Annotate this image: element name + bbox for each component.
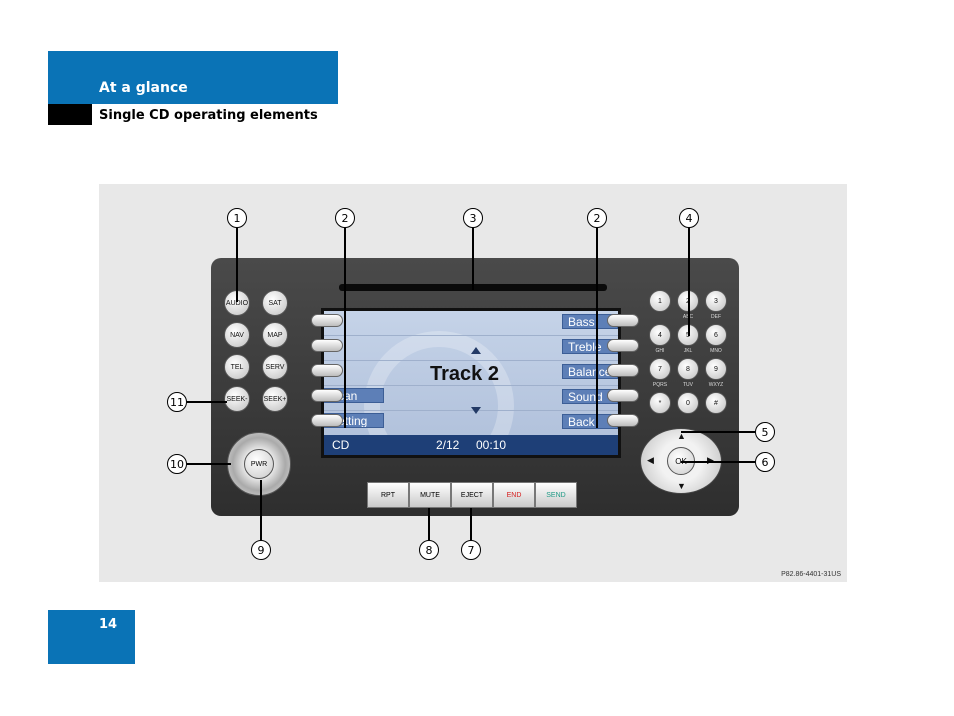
page-number-tab	[48, 610, 135, 664]
key-7-letters: PQRS	[652, 382, 668, 388]
callout-8: 8	[419, 540, 439, 560]
soft-key-left-1[interactable]	[311, 314, 343, 327]
leader-line	[470, 508, 472, 540]
soft-key-right-3[interactable]	[607, 364, 639, 377]
soft-key-right-5[interactable]	[607, 414, 639, 427]
softkey-label-treble: Treble	[562, 339, 618, 354]
track-counter: 2/12	[436, 438, 460, 452]
key-star[interactable]: *	[649, 392, 671, 414]
callout-6: 6	[755, 452, 775, 472]
map-button[interactable]: MAP	[262, 322, 288, 348]
section-title: At a glance	[99, 80, 188, 96]
eject-button[interactable]: EJECT	[451, 482, 493, 508]
key-hash[interactable]: #	[705, 392, 727, 414]
nav-left-icon[interactable]: ◀	[647, 455, 654, 465]
callout-9: 9	[251, 540, 271, 560]
key-8-letters: TUV	[683, 382, 693, 388]
display-area: Scan Setting Bass Treble Balance Sound B…	[324, 311, 618, 435]
key-9-letters: WXYZ	[708, 382, 724, 388]
status-bar: CD 2/12 00:10	[324, 435, 618, 455]
send-button[interactable]: SEND	[535, 482, 577, 508]
softkey-label-sound: Sound	[562, 389, 618, 404]
volume-knob[interactable]: PWR	[227, 432, 291, 496]
softkey-label-back: Back	[562, 414, 618, 429]
callout-3: 3	[463, 208, 483, 228]
tel-button[interactable]: TEL	[224, 354, 250, 380]
rpt-button[interactable]: RPT	[367, 482, 409, 508]
key-4[interactable]: 4	[649, 324, 671, 346]
key-3[interactable]: 3	[705, 290, 727, 312]
leader-line	[428, 508, 430, 540]
pwr-button[interactable]: PWR	[244, 449, 274, 479]
figure-code: P82.86-4401-31US	[781, 571, 841, 578]
key-1[interactable]: 1	[649, 290, 671, 312]
leader-line	[344, 228, 346, 428]
key-5-letters: JKL	[683, 348, 693, 354]
key-8[interactable]: 8	[677, 358, 699, 380]
nav-up-icon[interactable]: ▲	[677, 431, 686, 441]
elapsed-time: 00:10	[476, 438, 507, 452]
leader-line	[681, 461, 755, 463]
key-6-letters: MNO	[710, 348, 722, 354]
sat-button[interactable]: SAT	[262, 290, 288, 316]
key-7[interactable]: 7	[649, 358, 671, 380]
key-4-letters: GHI	[655, 348, 665, 354]
key-0[interactable]: 0	[677, 392, 699, 414]
soft-key-right-1[interactable]	[607, 314, 639, 327]
callout-5: 5	[755, 422, 775, 442]
leader-line	[596, 228, 598, 428]
soft-key-right-4[interactable]	[607, 389, 639, 402]
display-screen: Scan Setting Bass Treble Balance Sound B…	[321, 308, 621, 458]
figure-panel: Scan Setting Bass Treble Balance Sound B…	[99, 184, 847, 582]
serv-button[interactable]: SERV	[262, 354, 288, 380]
softkey-label-bass: Bass	[562, 314, 618, 329]
callout-4: 4	[679, 208, 699, 228]
callout-10: 10	[167, 454, 187, 474]
soft-key-right-2[interactable]	[607, 339, 639, 352]
key-6[interactable]: 6	[705, 324, 727, 346]
callout-1: 1	[227, 208, 247, 228]
soft-key-left-4[interactable]	[311, 389, 343, 402]
key-3-letters: DEF	[711, 314, 721, 320]
leader-line	[260, 480, 262, 540]
seek-up-button[interactable]: SEEK+	[262, 386, 288, 412]
key-9[interactable]: 9	[705, 358, 727, 380]
leader-line	[472, 228, 474, 290]
callout-2-left: 2	[335, 208, 355, 228]
subsection-title: Single CD operating elements	[99, 108, 318, 123]
leader-line	[236, 228, 238, 302]
seek-down-button[interactable]: SEEK-	[224, 386, 250, 412]
track-title: Track 2	[430, 363, 499, 385]
end-button[interactable]: END	[493, 482, 535, 508]
leader-line	[187, 401, 227, 403]
radio-unit: Scan Setting Bass Treble Balance Sound B…	[211, 258, 739, 516]
source-label: CD	[332, 438, 350, 452]
nav-down-icon[interactable]: ▼	[677, 481, 686, 491]
soft-key-left-2[interactable]	[311, 339, 343, 352]
page-number: 14	[99, 617, 118, 632]
callout-11: 11	[167, 392, 187, 412]
section-tab	[48, 51, 338, 104]
soft-key-left-5[interactable]	[311, 414, 343, 427]
subsection-marker	[48, 104, 92, 125]
soft-key-left-3[interactable]	[311, 364, 343, 377]
nav-right-icon[interactable]: ▶	[707, 455, 714, 465]
mute-button[interactable]: MUTE	[409, 482, 451, 508]
callout-7: 7	[461, 540, 481, 560]
scroll-up-icon	[471, 347, 481, 354]
callout-2-right: 2	[587, 208, 607, 228]
leader-line	[688, 228, 690, 336]
leader-line	[187, 463, 231, 465]
nav-button[interactable]: NAV	[224, 322, 250, 348]
scroll-down-icon	[471, 407, 481, 414]
leader-line	[681, 431, 755, 433]
